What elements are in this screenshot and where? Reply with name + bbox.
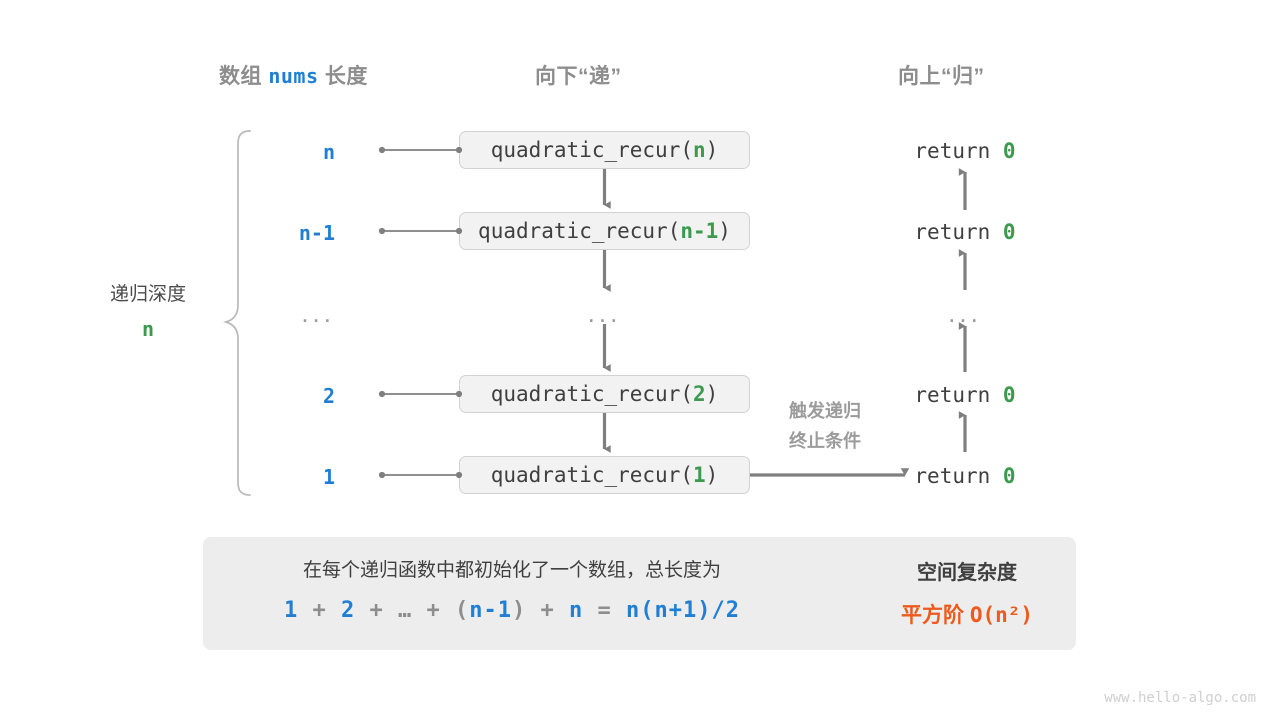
space-complexity-value: 平方阶 O(n²) [862,599,1072,629]
call-arg-row-1: n-1 [680,219,719,243]
call-chain-ellipsis: ... [587,298,622,328]
column-header-array-length: 数组 nums 长度 [219,60,368,90]
summary-right-block: 空间复杂度 平方阶 O(n²) [862,558,1072,629]
call-name-row-1: quadratic_recur [478,219,668,243]
return-keyword-row-1: return [914,220,1003,244]
formula-result: n(n+1)/2 [626,598,740,623]
return-ellipsis: ... [948,298,982,328]
formula-paren-close: ) [512,598,527,623]
header-left-prefix: 数组 [219,65,269,88]
return-row-4: return 0 [845,464,1085,488]
formula-op-2: + [355,598,399,623]
space-complexity-order-cn: 平方阶 [900,604,970,627]
recursion-depth-value: n [141,317,155,341]
return-value-row-4: 0 [1002,464,1016,488]
return-row-1: return 0 [845,220,1085,244]
formula-op-4: + [526,598,570,623]
paren-close-row-1: ) [718,219,731,243]
call-name-row-3: quadratic_recur [490,382,681,406]
call-box-row-0[interactable]: quadratic_recur(n) [459,131,750,169]
return-value-row-0: 0 [1002,139,1016,163]
formula-ellipsis: … [398,598,413,623]
call-box-row-4[interactable]: quadratic_recur(1) [459,456,750,494]
termination-note-line2: 终止条件 [789,431,861,451]
formula-equals: = [583,598,627,623]
paren-close-row-3: ) [705,382,719,406]
column-header-ascend: 向上“归” [898,65,985,88]
return-keyword-row-3: return [914,383,1003,407]
header-nums-token: nums [268,64,319,88]
call-arg-row-4: 1 [693,463,706,487]
summary-panel [203,537,1076,650]
paren-open-row-0: ( [680,138,693,162]
recursion-depth-label: 递归深度 [109,284,186,305]
call-name-row-0: quadratic_recur [490,138,681,162]
paren-open-row-1: ( [667,219,681,243]
array-length-row-0: n [322,140,335,164]
call-arg-row-3: 2 [693,382,706,406]
call-name-row-4: quadratic_recur [490,463,681,487]
return-row-0: return 0 [845,139,1085,163]
site-watermark: www.hello-algo.com [1104,690,1256,706]
paren-close-row-0: ) [705,138,719,162]
paren-open-row-3: ( [680,382,693,406]
space-complexity-title: 空间复杂度 [917,562,1017,584]
termination-note-line1: 触发递归 [789,401,861,421]
array-length-ellipsis: ... [301,298,335,328]
formula-term-1: 1 [284,598,299,623]
array-length-row-4: 1 [322,465,335,489]
summary-description: 在每个递归函数中都初始化了一个数组，总长度为 [302,560,721,581]
return-row-3: return 0 [845,383,1085,407]
space-complexity-big-o: O(n²) [969,603,1034,627]
summary-formula: 1 + 2 + … + (n-1) + n = n(n+1)/2 [232,598,792,623]
formula-term-3: n-1 [469,598,513,623]
summary-left-block: 在每个递归函数中都初始化了一个数组，总长度为 1 + 2 + … + (n-1)… [232,556,792,623]
paren-open-row-4: ( [680,463,693,487]
formula-op-1: + [298,598,342,623]
formula-term-4: n [569,598,584,623]
return-value-row-1: 0 [1002,220,1016,244]
formula-term-2: 2 [341,598,356,623]
call-box-row-1[interactable]: quadratic_recur(n-1) [459,212,750,250]
formula-paren-open: ( [455,598,470,623]
formula-op-3: + [412,598,456,623]
array-length-row-3: 2 [322,384,335,408]
call-box-row-3[interactable]: quadratic_recur(2) [459,375,750,413]
paren-close-row-4: ) [705,463,719,487]
length-connectors [378,146,463,479]
call-arg-row-0: n [693,138,706,162]
recursion-depth-annotation: 递归深度 n [88,278,208,348]
termination-note: 触发递归 终止条件 [760,396,890,456]
header-left-suffix: 长度 [318,65,368,88]
return-keyword-row-0: return [914,139,1003,163]
return-keyword-row-4: return [914,464,1003,488]
column-header-descend: 向下“递” [535,65,622,88]
array-length-row-1: n-1 [298,221,335,245]
return-value-row-3: 0 [1002,383,1016,407]
